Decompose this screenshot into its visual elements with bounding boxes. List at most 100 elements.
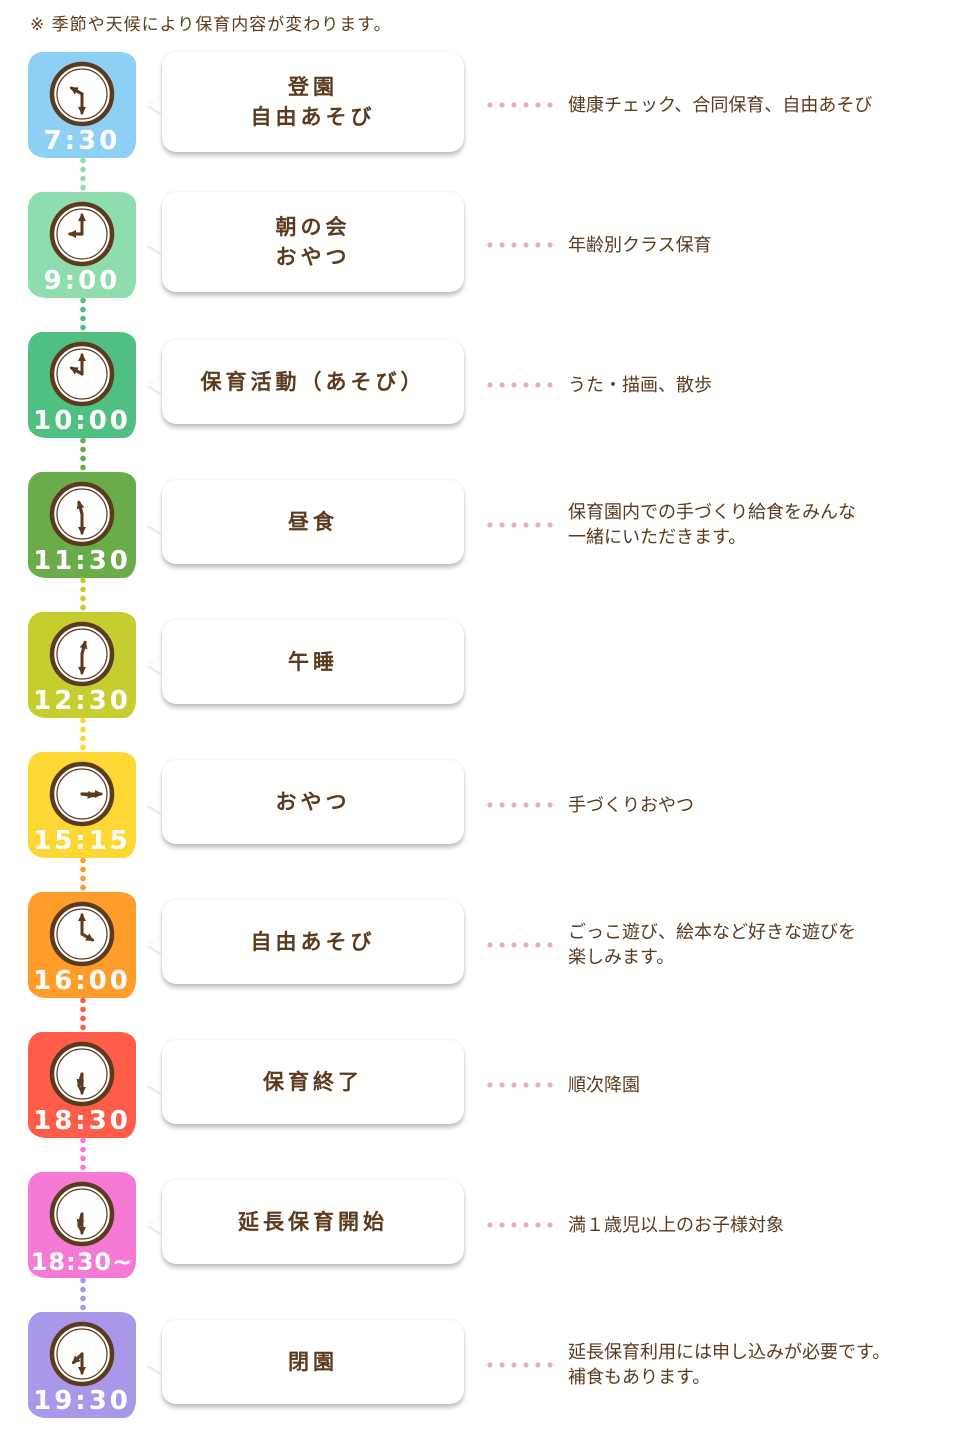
schedule-item: 16:00 自由あそび ごっこ遊び、絵本など好きな遊びを 楽しみます。 bbox=[0, 892, 960, 1002]
time-tile: 18:30 bbox=[28, 1032, 136, 1138]
time-label: 18:30~ bbox=[30, 1248, 134, 1276]
bubble-tail bbox=[148, 1216, 162, 1234]
time-label: 16:00 bbox=[33, 966, 131, 996]
timeline-connector bbox=[80, 436, 86, 472]
dotted-leader bbox=[484, 1222, 556, 1228]
schedule-item: 19:30 閉園 延長保育利用には申し込みが必要です。 補食もあります。 bbox=[0, 1312, 960, 1422]
schedule-item: 15:15 おやつ 手づくりおやつ bbox=[0, 752, 960, 862]
activity-description: 保育園内での手づくり給食をみんな 一緒にいただきます。 bbox=[568, 472, 948, 578]
dotted-leader bbox=[484, 242, 556, 248]
clock-icon bbox=[49, 1041, 115, 1107]
activity-description-text: 保育園内での手づくり給食をみんな 一緒にいただきます。 bbox=[568, 502, 856, 548]
activity-bubble: 午睡 bbox=[162, 620, 464, 704]
bubble-tail bbox=[148, 236, 162, 254]
dotted-leader bbox=[484, 522, 556, 528]
activity-bubble: 保育終了 bbox=[162, 1040, 464, 1124]
bubble-tail bbox=[148, 1076, 162, 1094]
activity-title: 自由あそび bbox=[250, 930, 376, 954]
schedule-item: 11:30 昼食 保育園内での手づくり給食をみんな 一緒にいただきます。 bbox=[0, 472, 960, 582]
bubble-tail bbox=[148, 796, 162, 814]
clock-icon bbox=[49, 201, 115, 267]
bubble-tail bbox=[148, 96, 162, 114]
activity-title: 午睡 bbox=[288, 650, 338, 674]
time-label: 15:15 bbox=[33, 826, 131, 856]
activity-description-text: うた・描画、散歩 bbox=[568, 374, 712, 396]
activity-description: 順次降園 bbox=[568, 1032, 948, 1138]
time-tile: 9:00 bbox=[28, 192, 136, 298]
activity-bubble: おやつ bbox=[162, 760, 464, 844]
dotted-leader bbox=[484, 802, 556, 808]
activity-description-text: 満１歳児以上のお子様対象 bbox=[568, 1214, 784, 1236]
clock-icon bbox=[49, 1181, 115, 1247]
timeline-connector bbox=[80, 576, 86, 612]
timeline-connector bbox=[80, 1136, 86, 1172]
activity-title: 保育終了 bbox=[263, 1070, 363, 1094]
activity-description: 延長保育利用には申し込みが必要です。 補食もあります。 bbox=[568, 1312, 948, 1418]
activity-description: ごっこ遊び、絵本など好きな遊びを 楽しみます。 bbox=[568, 892, 948, 998]
time-label: 10:00 bbox=[33, 406, 131, 436]
activity-title: 登園 自由あそび bbox=[250, 75, 376, 129]
schedule-item: 18:30~ 延長保育開始 満１歳児以上のお子様対象 bbox=[0, 1172, 960, 1282]
activity-description-text: 延長保育利用には申し込みが必要です。 補食もあります。 bbox=[568, 1342, 891, 1388]
activity-title: 延長保育開始 bbox=[238, 1210, 388, 1234]
time-tile: 11:30 bbox=[28, 472, 136, 578]
timeline-connector bbox=[80, 296, 86, 332]
activity-description: 健康チェック、合同保育、自由あそび bbox=[568, 52, 948, 158]
schedule-item: 7:30 登園 自由あそび 健康チェック、合同保育、自由あそび bbox=[0, 52, 960, 162]
schedule-item: 18:30 保育終了 順次降園 bbox=[0, 1032, 960, 1142]
bubble-tail bbox=[148, 936, 162, 954]
clock-icon bbox=[49, 1321, 115, 1387]
clock-icon bbox=[49, 901, 115, 967]
time-tile: 15:15 bbox=[28, 752, 136, 858]
clock-icon bbox=[49, 481, 115, 547]
activity-description-text: 手づくりおやつ bbox=[568, 794, 694, 816]
bubble-tail bbox=[148, 1356, 162, 1374]
timeline-connector bbox=[80, 996, 86, 1032]
bubble-tail bbox=[148, 376, 162, 394]
time-label: 11:30 bbox=[33, 546, 131, 576]
activity-description: 年齢別クラス保育 bbox=[568, 192, 948, 298]
clock-icon bbox=[49, 61, 115, 127]
activity-description: 満１歳児以上のお子様対象 bbox=[568, 1172, 948, 1278]
timeline-connector bbox=[80, 856, 86, 892]
activity-title: 朝の会 おやつ bbox=[275, 215, 351, 269]
clock-icon bbox=[49, 761, 115, 827]
dotted-leader bbox=[484, 942, 556, 948]
time-tile: 12:30 bbox=[28, 612, 136, 718]
timeline-connector bbox=[80, 716, 86, 752]
activity-title: 昼食 bbox=[288, 510, 338, 534]
activity-description-text: 順次降園 bbox=[568, 1074, 640, 1096]
activity-description: 手づくりおやつ bbox=[568, 752, 948, 858]
activity-description: うた・描画、散歩 bbox=[568, 332, 948, 438]
time-label: 12:30 bbox=[33, 686, 131, 716]
activity-bubble: 朝の会 おやつ bbox=[162, 192, 464, 292]
activity-title: 保育活動（あそび） bbox=[200, 370, 426, 394]
time-tile: 10:00 bbox=[28, 332, 136, 438]
time-tile: 18:30~ bbox=[28, 1172, 136, 1278]
activity-title: おやつ bbox=[275, 790, 351, 814]
dotted-leader bbox=[484, 1362, 556, 1368]
time-label: 18:30 bbox=[33, 1106, 131, 1136]
clock-icon bbox=[49, 621, 115, 687]
activity-description-text: 健康チェック、合同保育、自由あそび bbox=[568, 94, 873, 116]
time-tile: 7:30 bbox=[28, 52, 136, 158]
clock-icon bbox=[49, 341, 115, 407]
dotted-leader bbox=[484, 382, 556, 388]
time-tile: 19:30 bbox=[28, 1312, 136, 1418]
activity-description-text: 年齢別クラス保育 bbox=[568, 234, 712, 256]
bubble-tail bbox=[148, 656, 162, 674]
schedule-note: ※ 季節や天候により保育内容が変わります。 bbox=[30, 15, 392, 35]
schedule-item: 10:00 保育活動（あそび） うた・描画、散歩 bbox=[0, 332, 960, 442]
bubble-tail bbox=[148, 516, 162, 534]
time-label: 19:30 bbox=[33, 1386, 131, 1416]
dotted-leader bbox=[484, 1082, 556, 1088]
time-tile: 16:00 bbox=[28, 892, 136, 998]
activity-bubble: 保育活動（あそび） bbox=[162, 340, 464, 424]
activity-bubble: 昼食 bbox=[162, 480, 464, 564]
time-label: 7:30 bbox=[43, 126, 121, 156]
activity-description-text: ごっこ遊び、絵本など好きな遊びを 楽しみます。 bbox=[568, 922, 856, 968]
dotted-leader bbox=[484, 102, 556, 108]
activity-bubble: 延長保育開始 bbox=[162, 1180, 464, 1264]
activity-bubble: 閉園 bbox=[162, 1320, 464, 1404]
